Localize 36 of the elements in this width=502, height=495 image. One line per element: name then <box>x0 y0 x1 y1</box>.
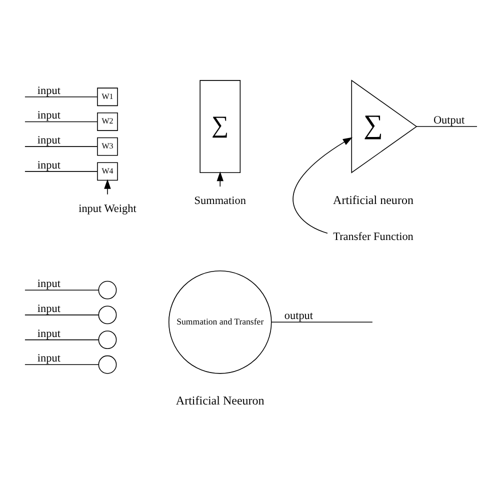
edge-label: input <box>37 109 60 122</box>
connector <box>24 96 98 97</box>
node-text: Transfer Function <box>333 230 414 243</box>
edge-label: input <box>37 302 60 314</box>
edge-label: output <box>284 310 314 322</box>
node-box: W1 <box>97 87 118 106</box>
connector <box>271 321 373 322</box>
arrow <box>104 178 111 194</box>
edge-label: input <box>37 84 60 96</box>
arrow <box>292 136 353 234</box>
connector <box>24 289 99 290</box>
arrow <box>216 171 224 186</box>
node-label: Artificial Neeuron <box>176 392 264 407</box>
edge-label: input <box>37 278 60 290</box>
connector <box>24 120 98 122</box>
edge-label: input <box>37 158 60 171</box>
connector <box>24 314 99 315</box>
node-circle <box>98 354 117 374</box>
node-text: input Weight <box>78 202 136 215</box>
connector <box>24 170 98 172</box>
edge-label: input <box>37 352 60 364</box>
node-text: Summation <box>194 194 246 207</box>
edge-label: input <box>37 134 60 146</box>
node-circle <box>98 330 117 349</box>
connector <box>24 338 99 340</box>
node-box: W3 <box>97 136 118 156</box>
node-box: W4 <box>97 162 118 180</box>
connector <box>24 364 99 365</box>
edge-label: Output <box>433 114 465 126</box>
node-circle <box>98 305 117 324</box>
node-label: Artificial neuron <box>333 192 414 206</box>
node-box: ∑ <box>200 80 241 173</box>
node-box: W2 <box>97 112 118 130</box>
edge-label: input <box>37 327 60 340</box>
node-circle <box>98 280 117 299</box>
node-circle: Summation and Transfer <box>168 270 272 374</box>
